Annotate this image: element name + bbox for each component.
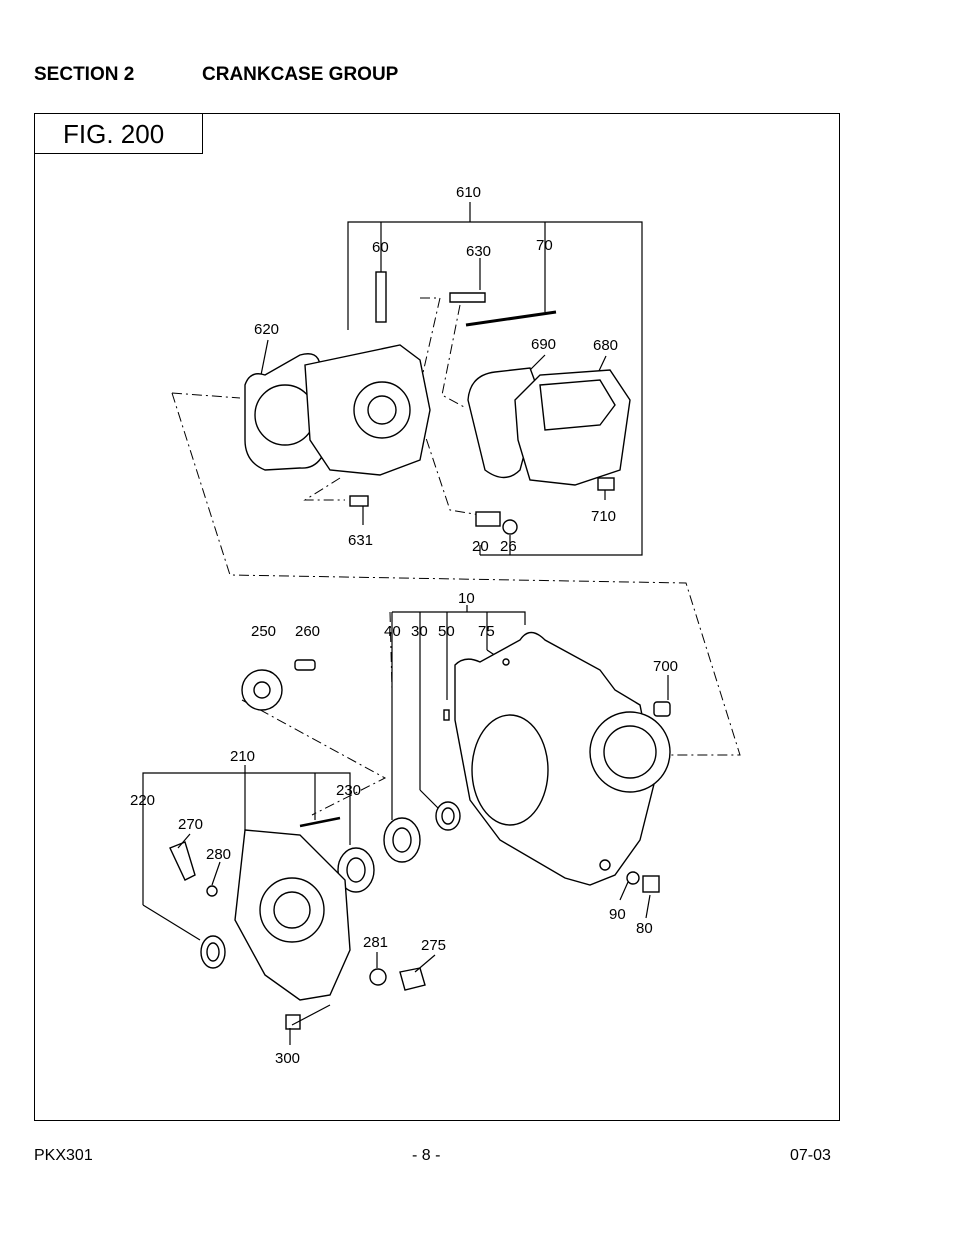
callout-210: 210 [230,748,255,765]
callout-30: 30 [411,623,428,640]
footer-page-number: - 8 - [412,1147,441,1164]
callout-70: 70 [536,237,553,254]
callout-20: 20 [472,538,489,555]
figure-frame: FIG. 200 [34,113,840,1121]
callout-230: 230 [336,782,361,799]
callout-250: 250 [251,623,276,640]
callout-620: 620 [254,321,279,338]
section-title: CRANKCASE GROUP [202,64,399,85]
callout-280: 280 [206,846,231,863]
callout-630: 630 [466,243,491,260]
callout-260: 260 [295,623,320,640]
callout-26: 26 [500,538,517,555]
callout-10: 10 [458,590,475,607]
footer-date: 07-03 [790,1147,831,1164]
callout-220: 220 [130,792,155,809]
callout-60: 60 [372,239,389,256]
callout-610: 610 [456,184,481,201]
callout-90: 90 [609,906,626,923]
callout-710: 710 [591,508,616,525]
callout-40: 40 [384,623,401,640]
callout-680: 680 [593,337,618,354]
footer-model: PKX301 [34,1147,93,1164]
callout-50: 50 [438,623,455,640]
section-number: SECTION 2 [34,64,135,85]
callout-631: 631 [348,532,373,549]
callout-80: 80 [636,920,653,937]
callout-270: 270 [178,816,203,833]
callout-300: 300 [275,1050,300,1067]
figure-label: FIG. 200 [35,114,203,154]
callout-275: 275 [421,937,446,954]
callout-281: 281 [363,934,388,951]
callout-690: 690 [531,336,556,353]
callout-700: 700 [653,658,678,675]
callout-75: 75 [478,623,495,640]
